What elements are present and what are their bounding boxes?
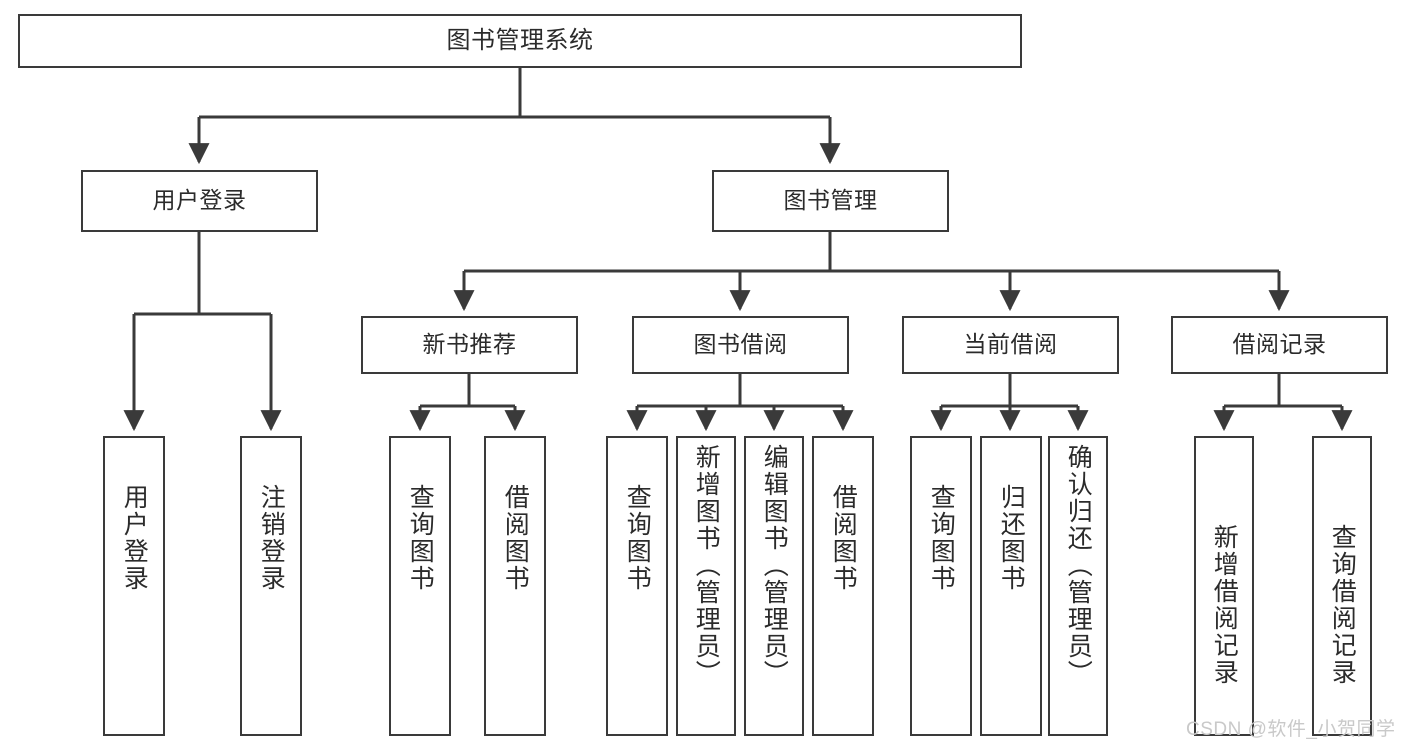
node-book-management[interactable]: 图书管理 [712,170,949,232]
node-leaf-confirm-return[interactable]: 确认归还（管理员） [1048,436,1108,736]
node-new-book-recommend[interactable]: 新书推荐 [361,316,578,374]
csdn-watermark: CSDN @软件_小贺同学 [1186,719,1396,740]
node-user-login[interactable]: 用户登录 [81,170,318,232]
node-label: 图书管理系统 [446,26,594,54]
node-leaf-borrow-book-a[interactable]: 借阅图书 [484,436,546,736]
node-label: 借阅图书 [829,484,858,592]
node-label: 当前借阅 [963,331,1058,358]
node-label: 新增图书（管理员） [692,444,721,687]
node-leaf-query-book-a[interactable]: 查询图书 [389,436,451,736]
node-label: 借阅图书 [501,484,530,592]
node-leaf-borrow-book-b[interactable]: 借阅图书 [812,436,874,736]
node-label: 确认归还（管理员） [1064,444,1093,687]
node-leaf-add-book[interactable]: 新增图书（管理员） [676,436,736,736]
node-leaf-query-record[interactable]: 查询借阅记录 [1312,436,1372,736]
node-label: 新增借阅记录 [1210,524,1239,686]
node-borrow-record[interactable]: 借阅记录 [1171,316,1388,374]
node-leaf-user-login[interactable]: 用户登录 [103,436,165,736]
node-label: 用户登录 [120,484,149,592]
node-leaf-query-book-c[interactable]: 查询图书 [910,436,972,736]
node-label: 注销登录 [257,484,286,592]
node-leaf-return-book[interactable]: 归还图书 [980,436,1042,736]
node-leaf-edit-book[interactable]: 编辑图书（管理员） [744,436,804,736]
node-label: 图书借阅 [693,331,788,358]
node-label: 用户登录 [152,187,247,214]
node-label: 查询图书 [927,484,956,592]
node-label: 编辑图书（管理员） [760,444,789,687]
node-label: 查询图书 [406,484,435,592]
node-book-borrow[interactable]: 图书借阅 [632,316,849,374]
node-leaf-logout[interactable]: 注销登录 [240,436,302,736]
node-label: 借阅记录 [1232,331,1327,358]
node-leaf-query-book-b[interactable]: 查询图书 [606,436,668,736]
node-current-borrow[interactable]: 当前借阅 [902,316,1119,374]
node-label: 归还图书 [997,484,1026,592]
node-label: 新书推荐 [422,331,517,358]
node-label: 查询借阅记录 [1328,524,1357,686]
node-leaf-add-record[interactable]: 新增借阅记录 [1194,436,1254,736]
node-root-system[interactable]: 图书管理系统 [18,14,1022,68]
node-label: 查询图书 [623,484,652,592]
node-label: 图书管理 [783,187,878,214]
